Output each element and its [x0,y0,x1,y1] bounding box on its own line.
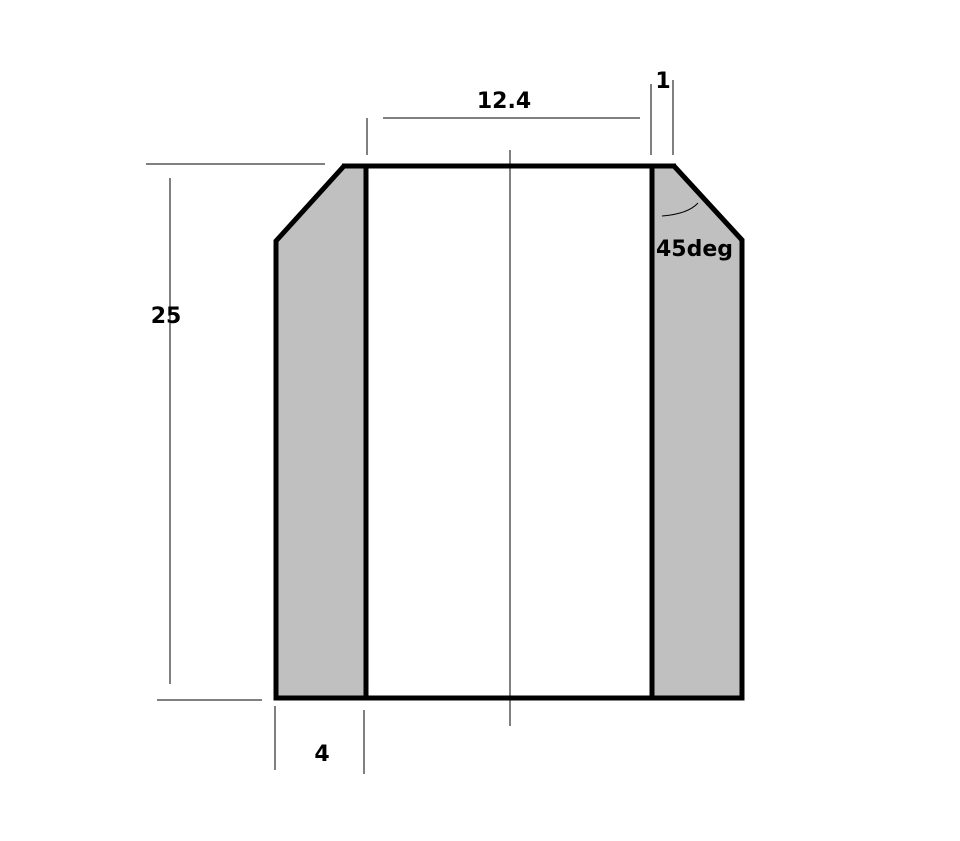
dim-wall-thickness-label: 4 [314,742,329,767]
chamfer-angle-label: 45deg [656,237,733,262]
dim-height-label: 25 [151,304,182,329]
left-wall-section [273,163,369,701]
dim-chamfer-width-label: 1 [655,69,670,94]
dim-top-width-label: 12.4 [477,89,531,114]
chamfer-angle-arc [661,202,699,217]
bore-outline [363,163,655,701]
